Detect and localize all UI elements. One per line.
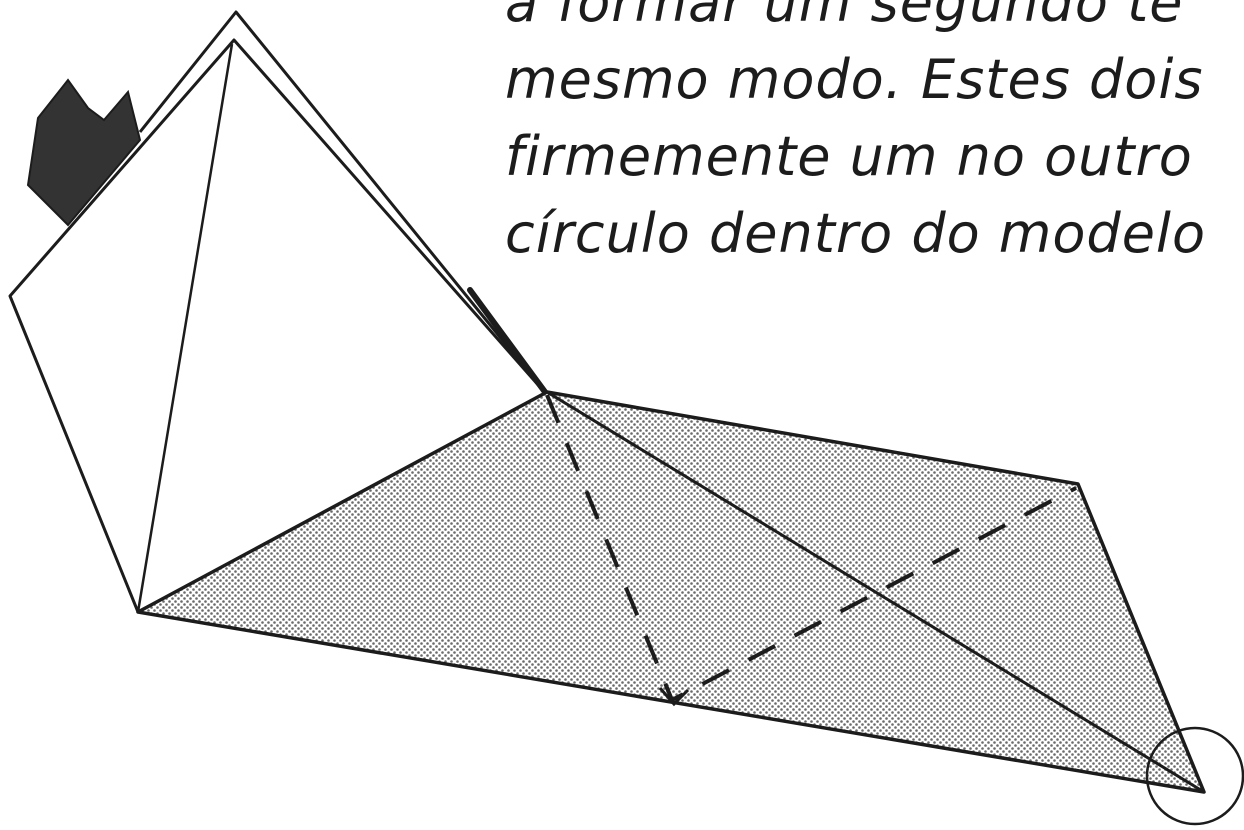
- caption-line-3: firmemente um no outro: [505, 125, 1193, 188]
- caption-line-1: a formar um segundo te: [505, 0, 1184, 34]
- caption-line-4: círculo dentro do modelo: [505, 202, 1206, 265]
- back-layer-edge: [138, 10, 549, 396]
- dark-folded-tab: [26, 78, 142, 227]
- diagonal-crease-line: [546, 390, 1205, 794]
- caption-text: a formar um segundo te mesmo modo. Estes…: [505, 0, 1244, 272]
- caption-line-2: mesmo modo. Estes dois: [505, 48, 1204, 111]
- circle-marker-icon: [1145, 726, 1244, 826]
- fold-arrow-tip-icon: [658, 687, 690, 707]
- flap-edge-accent: [467, 287, 548, 395]
- flap-crease-line: [136, 43, 234, 613]
